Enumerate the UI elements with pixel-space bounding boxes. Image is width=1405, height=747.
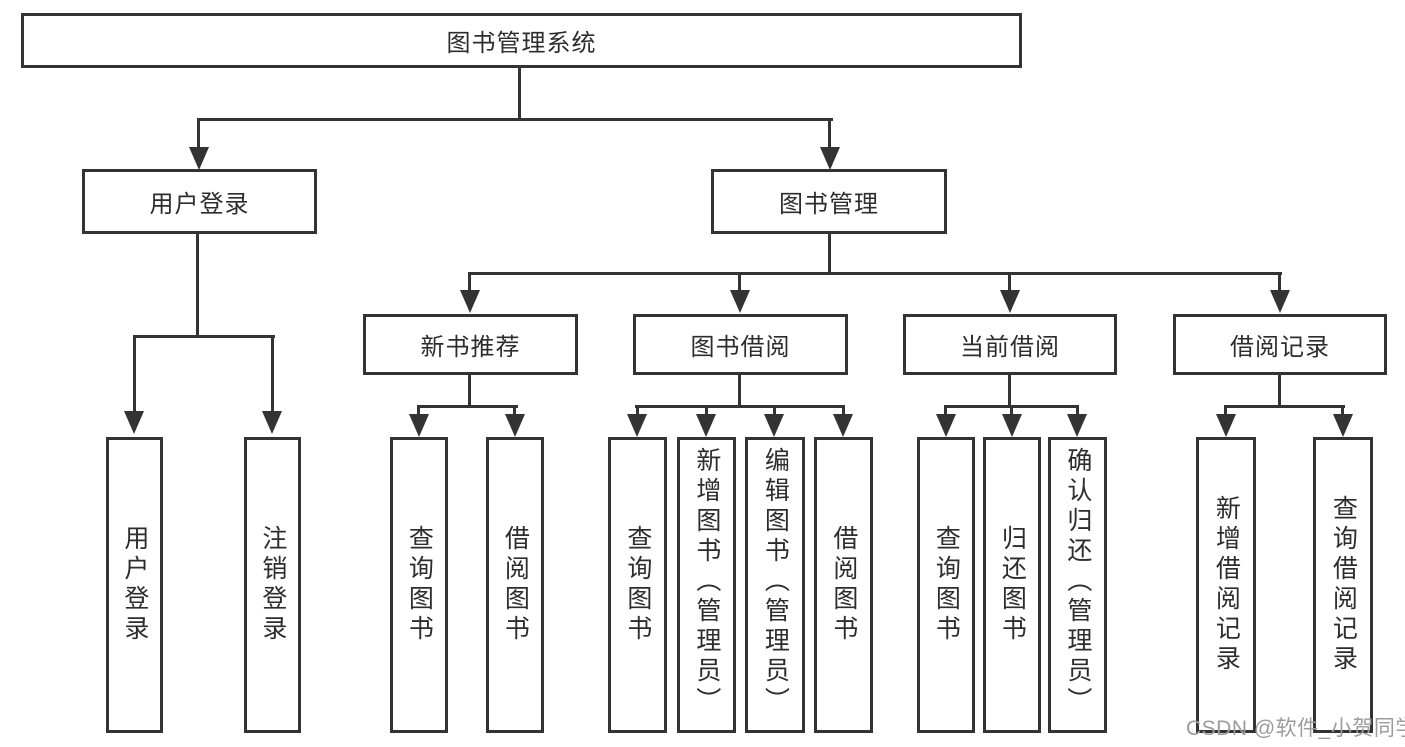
connector-line [196, 234, 199, 338]
leaf-br-add-record-label: 新增借阅记录 [1212, 495, 1241, 675]
arrowhead-down-icon [764, 414, 784, 437]
leaf-cb-query-book-label: 查询图书 [932, 525, 961, 645]
connector-line [828, 118, 831, 150]
node-borrow-record: 借阅记录 [1173, 314, 1387, 375]
connector-line [1008, 272, 1011, 292]
leaf-br-query-record: 查询借阅记录 [1313, 437, 1373, 733]
arrowhead-down-icon [1270, 290, 1290, 313]
connector-line [773, 405, 776, 417]
connector-line [1278, 272, 1281, 292]
arrowhead-down-icon [460, 290, 480, 313]
leaf-nbr-query-book: 查询图书 [390, 437, 448, 733]
node-current-borrow: 当前借阅 [903, 314, 1117, 375]
arrowhead-down-icon [1216, 414, 1236, 437]
leaf-bb-edit-book-admin: 编辑图书（管理员） [745, 437, 805, 733]
connector-line [1224, 405, 1345, 408]
leaf-cb-return-book-label: 归还图书 [998, 525, 1027, 645]
leaf-bb-add-book-admin-label: 新增图书（管理员） [692, 447, 721, 717]
connector-line [1278, 375, 1281, 408]
leaf-bb-add-book-admin: 新增图书（管理员） [677, 437, 736, 733]
leaf-logout-label: 注销登录 [258, 525, 287, 645]
connector-line [197, 118, 200, 150]
arrowhead-down-icon [730, 290, 750, 313]
arrowhead-down-icon [627, 414, 647, 437]
connector-line [1341, 405, 1344, 417]
arrowhead-down-icon [262, 411, 282, 434]
connector-line [468, 375, 471, 408]
arrowhead-down-icon [833, 414, 853, 437]
connector-line [635, 405, 845, 408]
arrowhead-down-icon [1002, 414, 1022, 437]
connector-line [1008, 375, 1011, 408]
connector-line [1076, 405, 1079, 417]
leaf-bb-query-book-label: 查询图书 [623, 525, 652, 645]
connector-line [738, 375, 741, 408]
connector-line [468, 272, 471, 292]
leaf-cb-confirm-return-admin-label: 确认归还（管理员） [1063, 447, 1092, 717]
leaf-user-login-label: 用户登录 [120, 525, 149, 645]
leaf-logout: 注销登录 [244, 437, 301, 733]
leaf-bb-borrow-book-label: 借阅图书 [829, 525, 858, 645]
node-root: 图书管理系统 [21, 13, 1022, 68]
connector-line [636, 405, 639, 417]
connector-line [705, 405, 708, 417]
arrowhead-down-icon [505, 414, 525, 437]
node-new-book-recommend: 新书推荐 [363, 314, 578, 375]
arrowhead-down-icon [1000, 290, 1020, 313]
leaf-cb-return-book: 归还图书 [983, 437, 1041, 733]
connector-line [738, 272, 741, 292]
arrowhead-down-icon [820, 147, 840, 170]
leaf-br-query-record-label: 查询借阅记录 [1329, 495, 1358, 675]
connector-line [468, 272, 1282, 275]
connector-line [842, 405, 845, 417]
csdn-watermark: CSDN @软件_小贺同学 [1186, 717, 1405, 740]
connector-line [417, 405, 518, 408]
leaf-nbr-borrow-book-label: 借阅图书 [501, 525, 530, 645]
connector-line [271, 335, 274, 414]
arrowhead-down-icon [936, 414, 956, 437]
leaf-user-login: 用户登录 [106, 437, 163, 733]
connector-line [133, 335, 136, 414]
connector-line [828, 234, 831, 275]
leaf-nbr-borrow-book: 借阅图书 [486, 437, 544, 733]
connector-line [513, 405, 516, 417]
leaf-bb-query-book: 查询图书 [608, 437, 667, 733]
leaf-cb-confirm-return-admin: 确认归还（管理员） [1048, 437, 1107, 733]
connector-line [417, 405, 420, 417]
connector-line [518, 68, 521, 120]
arrowhead-down-icon [1067, 414, 1087, 437]
leaf-cb-query-book: 查询图书 [917, 437, 975, 733]
connector-line [197, 118, 833, 121]
connector-line [1224, 405, 1227, 417]
node-book-management: 图书管理 [711, 169, 947, 234]
leaf-nbr-query-book-label: 查询图书 [405, 525, 434, 645]
arrowhead-down-icon [409, 414, 429, 437]
connector-line [944, 405, 947, 417]
connector-line [1010, 405, 1013, 417]
node-book-borrow: 图书借阅 [633, 314, 848, 375]
leaf-bb-borrow-book: 借阅图书 [814, 437, 873, 733]
arrowhead-down-icon [1333, 414, 1353, 437]
arrowhead-down-icon [124, 411, 144, 434]
connector-line [133, 335, 275, 338]
leaf-br-add-record: 新增借阅记录 [1196, 437, 1256, 733]
arrowhead-down-icon [696, 414, 716, 437]
arrowhead-down-icon [189, 147, 209, 170]
node-user-login: 用户登录 [82, 169, 317, 234]
leaf-bb-edit-book-admin-label: 编辑图书（管理员） [761, 447, 790, 717]
